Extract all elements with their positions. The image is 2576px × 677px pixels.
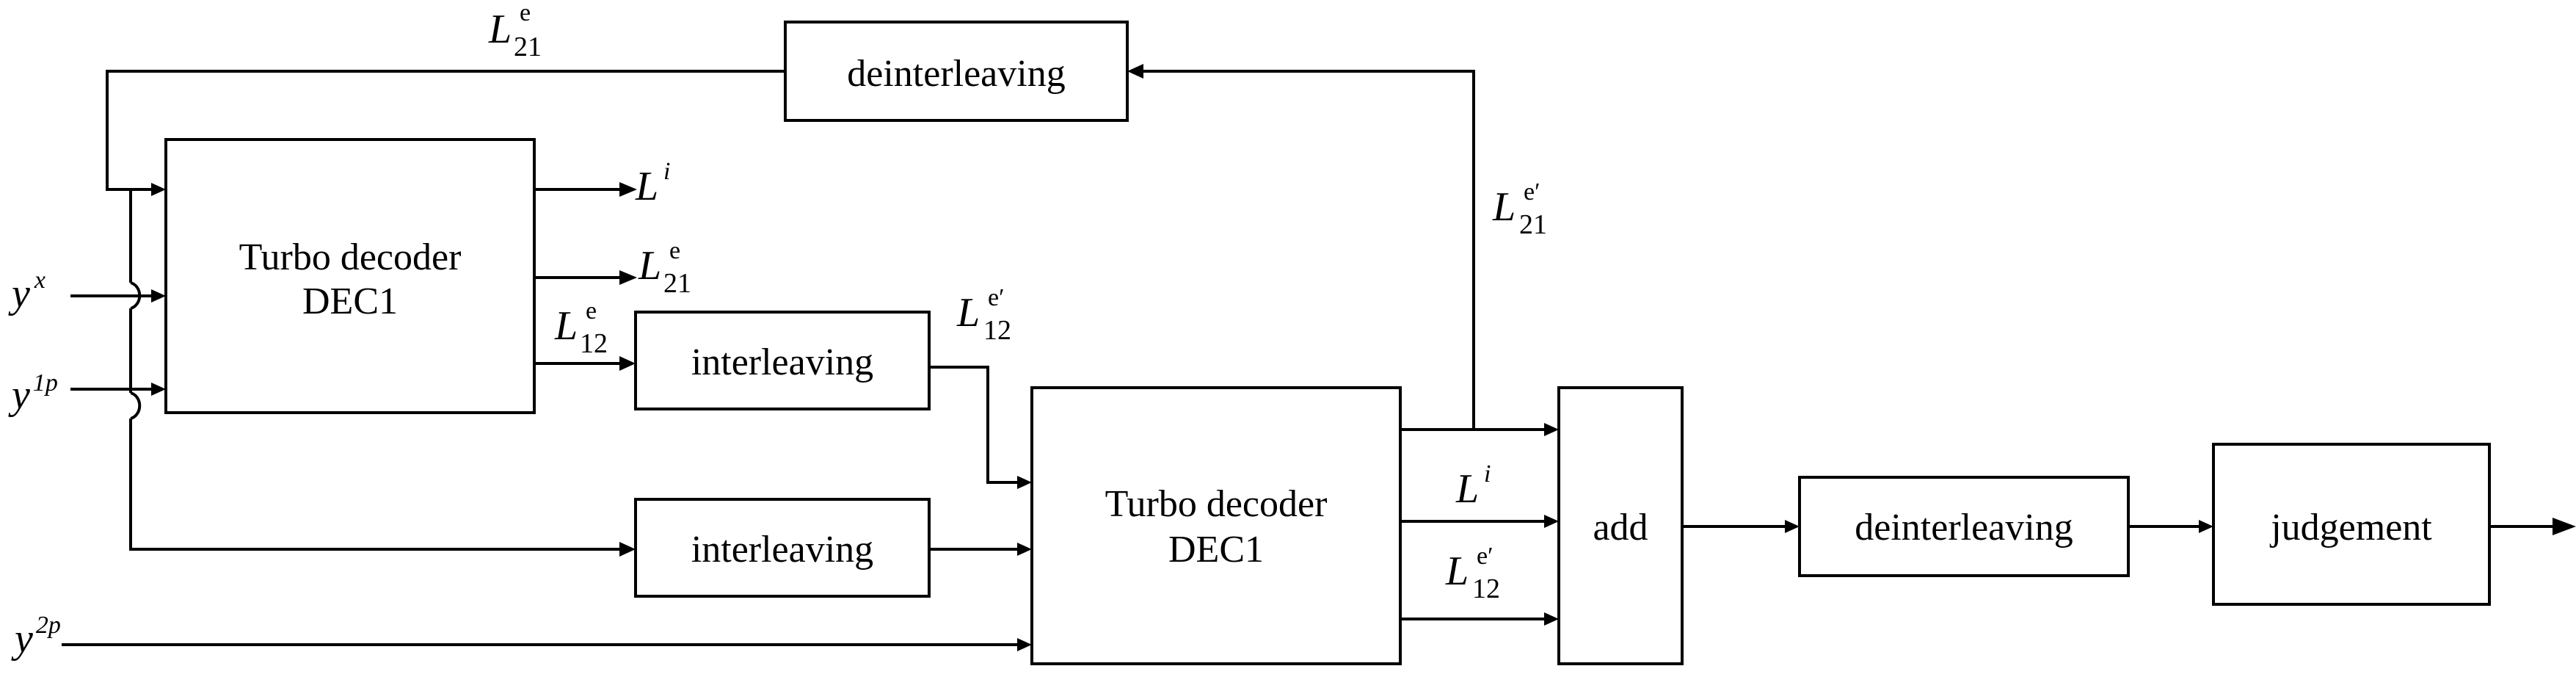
arrowhead-deinterleave-right-in bbox=[1785, 520, 1800, 533]
svg-text:L: L bbox=[488, 7, 512, 52]
block-add: add bbox=[1557, 386, 1684, 665]
block-deinterleaving-right-label: deinterleaving bbox=[1855, 507, 2073, 549]
block-dec1-top-label-line2: DEC1 bbox=[302, 280, 398, 322]
block-judgement: judgement bbox=[2212, 443, 2491, 606]
block-dec1-bottom-label-line2: DEC1 bbox=[1168, 529, 1264, 571]
svg-text:21: 21 bbox=[514, 32, 542, 62]
block-deinterleaving-right: deinterleaving bbox=[1798, 476, 2130, 577]
arrowhead-output bbox=[2553, 518, 2576, 535]
svg-text:L: L bbox=[1492, 184, 1516, 230]
arrowhead-deinterleave-top-in bbox=[1127, 64, 1143, 79]
svg-text:i: i bbox=[663, 158, 670, 185]
arrowhead-l21e bbox=[619, 270, 637, 285]
svg-text:e′: e′ bbox=[1524, 178, 1540, 206]
block-dec1-bottom: Turbo decoder DEC1 bbox=[1030, 386, 1402, 665]
arrowhead-add-in1 bbox=[1544, 423, 1559, 436]
arrowhead-dec1b-in3 bbox=[1017, 638, 1032, 651]
svg-text:L: L bbox=[956, 290, 980, 336]
arrowhead-judgement-in bbox=[2199, 520, 2213, 533]
connector-interleave-to-dec1b bbox=[929, 366, 1025, 484]
svg-text:e: e bbox=[669, 237, 680, 264]
block-dec1-top: Turbo decoder DEC1 bbox=[164, 138, 536, 414]
svg-text:e′: e′ bbox=[1477, 543, 1493, 570]
block-interleaving-bottom-label: interleaving bbox=[691, 529, 873, 571]
arrowhead-yx-dec1 bbox=[151, 289, 166, 303]
svg-text:L: L bbox=[635, 164, 658, 209]
svg-text:12: 12 bbox=[1472, 573, 1500, 604]
svg-text:L: L bbox=[1455, 466, 1479, 512]
connector-yx-bus-hop2 bbox=[130, 391, 142, 420]
svg-text:12: 12 bbox=[580, 328, 608, 359]
signal-label-li-top: L i bbox=[635, 158, 670, 209]
svg-text:e: e bbox=[586, 297, 597, 325]
arrowhead-add-in3 bbox=[1544, 612, 1559, 626]
arrowhead-interleave2-in bbox=[619, 542, 636, 557]
svg-text:12: 12 bbox=[983, 315, 1011, 346]
svg-text:i: i bbox=[1484, 460, 1491, 488]
svg-text:21: 21 bbox=[1519, 209, 1547, 240]
svg-text:L: L bbox=[638, 243, 661, 289]
block-interleaving-bottom: interleaving bbox=[634, 498, 931, 598]
block-deinterleaving-top: deinterleaving bbox=[784, 21, 1129, 122]
arrowhead-y1p-dec1 bbox=[151, 383, 166, 396]
svg-text:e′: e′ bbox=[988, 284, 1005, 311]
arrowhead-add-in2 bbox=[1544, 515, 1559, 528]
block-dec1-top-label-line1: Turbo decoder bbox=[239, 236, 462, 278]
svg-text:L: L bbox=[554, 303, 578, 349]
signal-label-li-bottom: L i bbox=[1455, 460, 1491, 512]
signal-label-l12e: L e 12 bbox=[554, 297, 608, 359]
block-add-label: add bbox=[1593, 507, 1648, 549]
arrowhead-li bbox=[619, 182, 637, 197]
block-dec1-bottom-label-line1: Turbo decoder bbox=[1105, 483, 1328, 525]
signal-label-l12e-prime: L e′ 12 bbox=[956, 284, 1011, 346]
arrowhead-l12e bbox=[619, 356, 636, 371]
block-deinterleaving-top-label: deinterleaving bbox=[847, 53, 1065, 95]
arrowhead-dec1b-in2 bbox=[1017, 543, 1032, 556]
svg-text:L: L bbox=[1445, 549, 1469, 594]
signal-label-l21e-top: L e 21 bbox=[488, 0, 542, 62]
block-interleaving-top-label: interleaving bbox=[691, 341, 873, 383]
block-interleaving-top: interleaving bbox=[634, 311, 931, 410]
svg-text:e: e bbox=[520, 0, 531, 26]
arrowhead-dec1b-in1 bbox=[1017, 476, 1032, 489]
connector-l21e-prime-feedback bbox=[1135, 70, 1475, 430]
signal-label-l21e-mid: L e 21 bbox=[638, 237, 691, 299]
connector-feedback-l21e bbox=[106, 70, 785, 191]
signal-label-l21e-prime: L e′ 21 bbox=[1492, 178, 1547, 240]
arrowhead-feedback-dec1 bbox=[151, 183, 166, 196]
block-judgement-label: judgement bbox=[2269, 507, 2432, 549]
arrowheads bbox=[151, 64, 2576, 651]
svg-text:21: 21 bbox=[663, 268, 691, 299]
connector-yx-bus bbox=[129, 189, 628, 551]
signal-label-l12e-prime-bottom: L e′ 12 bbox=[1445, 543, 1500, 604]
